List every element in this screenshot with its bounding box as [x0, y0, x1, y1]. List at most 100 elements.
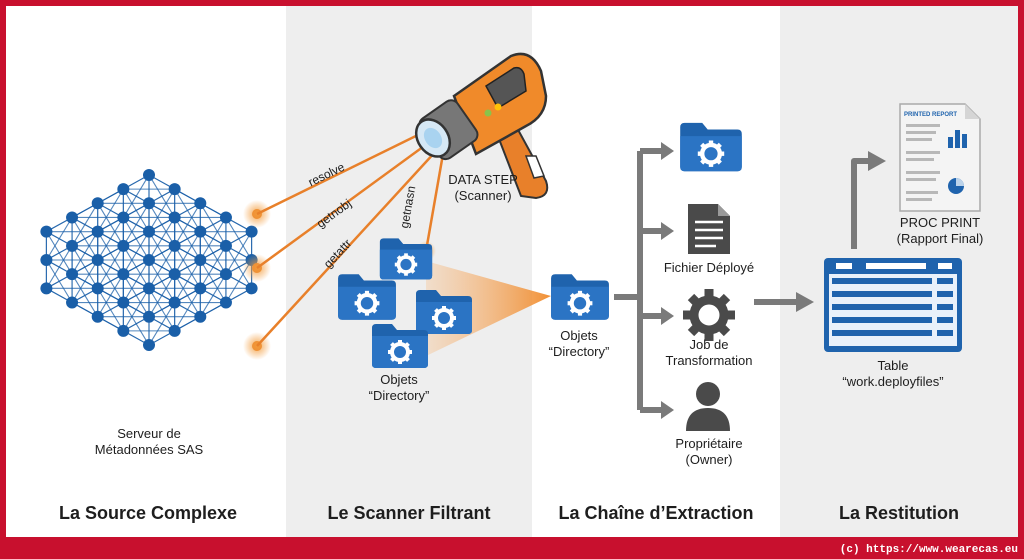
network-node	[245, 282, 258, 295]
network-link	[71, 231, 99, 275]
network-node	[40, 225, 53, 238]
folder-icon	[370, 322, 430, 370]
network-node	[117, 211, 130, 224]
network-node	[91, 254, 104, 266]
network-node	[143, 197, 155, 210]
network-node	[194, 197, 207, 210]
owner-icon	[686, 382, 730, 431]
scanned-objects-label: Objets“Directory”	[368, 372, 430, 403]
network-node	[143, 310, 155, 323]
network-node	[66, 239, 79, 252]
network-node	[91, 282, 104, 295]
network-link	[45, 245, 73, 289]
network-node	[219, 296, 232, 309]
network-node	[168, 268, 181, 281]
section-title-source: La Source Complexe	[58, 503, 238, 523]
network-node	[91, 197, 104, 210]
network-node	[117, 324, 130, 337]
network-link	[97, 245, 124, 289]
diagram-graphics: PRINTED REPORT	[40, 52, 981, 431]
section-title-scanner: Le Scanner Filtrant	[327, 503, 491, 523]
table-label: Table“work.deployfiles”	[842, 358, 944, 389]
network-link	[71, 203, 99, 247]
metadata-network	[40, 168, 262, 352]
network-node	[117, 239, 130, 252]
network-link	[122, 231, 150, 275]
network-link	[122, 259, 150, 303]
network-link	[174, 203, 201, 247]
report-document-icon	[899, 103, 981, 212]
network-link	[148, 302, 176, 346]
network-node	[168, 324, 181, 337]
beam-getattr	[256, 150, 437, 347]
network-node	[66, 296, 79, 309]
network-node	[219, 239, 232, 252]
network-node	[117, 296, 130, 309]
network-node	[40, 282, 53, 295]
network-node	[143, 254, 155, 266]
network-node	[143, 282, 155, 295]
owner-label: Propriétaire(Owner)	[675, 436, 743, 467]
network-node	[194, 282, 207, 295]
file-icon	[688, 204, 730, 254]
network-link	[97, 188, 124, 232]
network-node	[194, 310, 207, 323]
output-folder-icon	[680, 123, 742, 171]
network-node	[143, 339, 155, 352]
network-node	[143, 168, 155, 181]
network-link	[97, 273, 124, 317]
beam-getnobj	[256, 139, 432, 270]
network-node	[91, 310, 104, 323]
network-link	[148, 245, 176, 289]
network-node	[168, 239, 181, 252]
table-icon	[824, 258, 962, 352]
arrow-heads	[661, 142, 886, 419]
network-link	[122, 203, 150, 247]
scanner-beams	[256, 129, 445, 347]
network-link	[122, 174, 150, 218]
footer-url: (c) https://www.wearecas.eu	[839, 544, 1018, 556]
network-link	[148, 217, 176, 261]
tree-arrows	[614, 148, 868, 413]
network-link	[122, 288, 150, 332]
scanned-folders	[338, 236, 474, 370]
network-node	[168, 211, 181, 224]
network-node	[143, 225, 155, 238]
network-node	[194, 254, 207, 266]
network-node	[245, 225, 258, 238]
network-link	[148, 273, 176, 317]
network-node	[219, 268, 232, 281]
network-link	[174, 288, 201, 332]
network-node	[66, 211, 79, 224]
gear-icon	[683, 289, 735, 341]
directory-objects-label: Objets“Directory”	[548, 328, 610, 359]
section-title-extraction: La Chaîne d’Extraction	[558, 503, 754, 523]
section-title-restitution: La Restitution	[839, 503, 959, 523]
diagram-frame: PRINTED REPORT resolve getnobj getattr g…	[6, 6, 1018, 537]
folder-icon	[378, 236, 434, 282]
report-label: PROC PRINT(Rapport Final)	[896, 215, 984, 246]
network-link	[199, 273, 227, 317]
beam-resolve	[256, 129, 427, 216]
scanner-gun-icon	[414, 52, 549, 200]
network-node	[168, 296, 181, 309]
network-node	[40, 254, 53, 266]
network-link	[148, 188, 176, 232]
deployed-file-label: Fichier Déployé	[663, 260, 755, 275]
network-link	[45, 217, 73, 261]
network-node	[117, 268, 130, 281]
directory-folder-icon	[551, 274, 609, 319]
network-node	[117, 183, 130, 196]
folder-icon	[338, 274, 396, 319]
report-header-text: PRINTED REPORT	[904, 112, 957, 118]
network-node	[91, 225, 104, 238]
network-node	[219, 211, 232, 224]
network-link	[71, 259, 99, 303]
network-link	[174, 259, 201, 303]
network-link	[174, 231, 201, 275]
network-link	[199, 217, 227, 261]
network-node	[66, 268, 79, 281]
network-link	[225, 231, 253, 275]
